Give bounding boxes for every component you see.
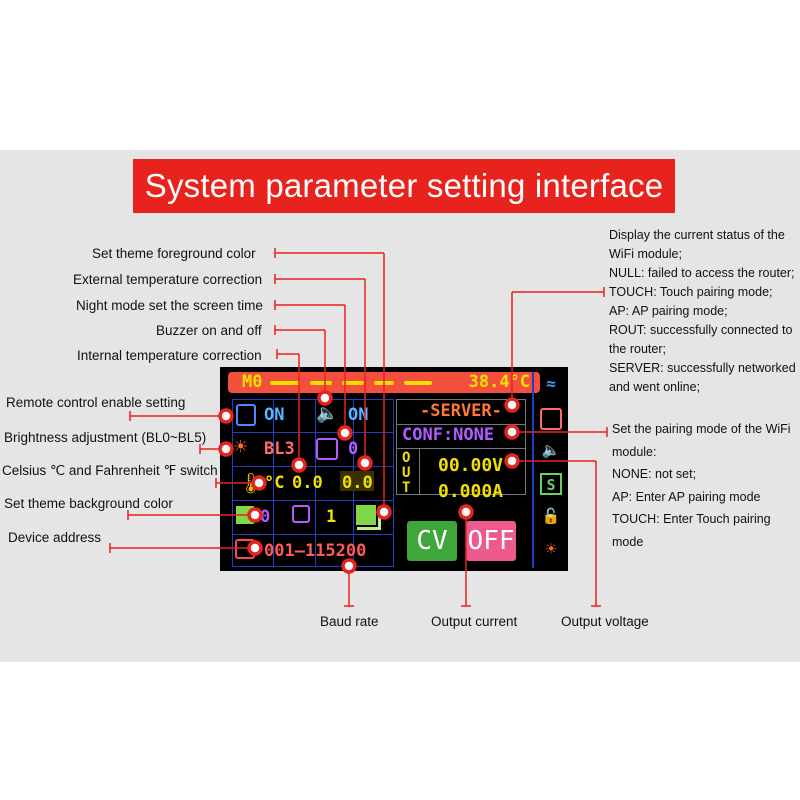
screen-sidebar: ≈ 🔈 S 🔓 ☀ xyxy=(532,372,568,568)
out-label: OUT xyxy=(402,450,411,496)
output-panel xyxy=(396,399,526,495)
wifi-status-description: Display the current status of the WiFi m… xyxy=(609,226,799,397)
label-internal-temp: Internal temperature correction xyxy=(77,348,262,363)
address-baud[interactable]: 001—115200 xyxy=(264,541,367,561)
address-icon xyxy=(235,539,255,559)
wifi-status-line: TOUCH: Touch pairing mode; xyxy=(609,285,773,299)
clock-icon xyxy=(316,438,338,460)
status-dash xyxy=(374,381,394,385)
wifi-status-line: AP: AP pairing mode; xyxy=(609,304,728,318)
label-celsius-switch: Celsius ℃ and Fahrenheit ℉ switch xyxy=(2,463,218,478)
label-foreground-color: Set theme foreground color xyxy=(92,246,256,261)
temperature-unit[interactable]: °C xyxy=(264,473,285,493)
internal-temp-correction[interactable]: 0.0 xyxy=(292,473,323,493)
label-output-voltage: Output voltage xyxy=(561,614,649,629)
wifi-status-line: NULL: failed to access the router; xyxy=(609,266,795,280)
speaker-icon: 🔈 xyxy=(316,403,339,424)
label-brightness: Brightness adjustment (BL0~BL5) xyxy=(4,430,207,445)
remote-sidebar-icon xyxy=(540,408,562,430)
label-remote-control: Remote control enable setting xyxy=(6,395,186,410)
status-bar: M0 38.4°C xyxy=(228,372,540,393)
pairing-line: mode xyxy=(612,534,644,549)
device-screen: M0 38.4°C ON 🔈 ON ☀ BL3 0 🌡 °C 0.0 0.0 0… xyxy=(220,367,568,571)
label-night-mode: Night mode set the screen time xyxy=(76,298,263,313)
label-buzzer: Buzzer on and off xyxy=(156,323,262,338)
label-background-color: Set theme background color xyxy=(4,496,173,511)
pairing-line: TOUCH: Enter Touch pairing xyxy=(612,512,771,526)
mode-indicator: M0 xyxy=(242,372,263,392)
wifi-status-line: and went online; xyxy=(609,380,701,394)
label-external-temp: External temperature correction xyxy=(73,272,263,287)
wifi-status-line: SERVER: successfully networked xyxy=(609,361,796,375)
external-temp-correction[interactable]: 0.0 xyxy=(342,473,373,493)
wifi-status-line: ROUT: successfully connected to xyxy=(609,323,793,337)
s-sidebar-icon: S xyxy=(540,473,562,495)
foreground-color-value[interactable]: 1 xyxy=(326,507,337,527)
brightness-icon: ☀ xyxy=(234,435,248,460)
brightness-level[interactable]: BL3 xyxy=(264,439,295,459)
wifi-status-text: -SERVER- xyxy=(420,401,502,421)
pairing-line: NONE: not set; xyxy=(612,467,697,481)
temperature-reading: 38.4°C xyxy=(468,372,530,392)
status-dash xyxy=(310,381,332,385)
label-device-address: Device address xyxy=(8,530,102,545)
night-mode-time[interactable]: 0 xyxy=(348,439,359,459)
status-dash xyxy=(270,381,300,385)
remote-state[interactable]: ON xyxy=(264,405,285,425)
wifi-icon: ≈ xyxy=(546,374,556,393)
pairing-line: AP: Enter AP pairing mode xyxy=(612,489,761,504)
off-button[interactable]: OFF xyxy=(466,521,516,561)
buzzer-state[interactable]: ON xyxy=(348,405,369,425)
cv-button[interactable]: CV xyxy=(407,521,457,561)
wifi-status-line: WiFi module; xyxy=(609,247,682,261)
pairing-line: Set the pairing mode of the WiFi xyxy=(612,422,791,436)
status-dash xyxy=(404,381,432,385)
wifi-status-line: Display the current status of the xyxy=(609,228,785,242)
ext-temp-field xyxy=(340,471,374,491)
pairing-mode-value[interactable]: CONF:NONE xyxy=(402,425,495,445)
foreground-color-icon xyxy=(292,505,310,523)
pairing-line: module: xyxy=(612,444,657,459)
output-current: 0.000A xyxy=(438,481,504,502)
background-color-value[interactable]: 0 xyxy=(260,507,271,527)
theme-preview-icon xyxy=(354,503,378,527)
status-dash xyxy=(342,381,364,385)
thermometer-icon: 🌡 xyxy=(238,471,264,495)
label-baud-rate: Baud rate xyxy=(320,614,379,629)
remote-icon[interactable] xyxy=(236,404,256,426)
wifi-status-line: the router; xyxy=(609,342,666,356)
label-output-current: Output current xyxy=(431,614,518,629)
sun-icon: ☀ xyxy=(545,539,557,560)
page-title: System parameter setting interface xyxy=(133,159,675,213)
background-color-icon xyxy=(236,506,254,524)
output-voltage: 00.00V xyxy=(438,455,504,476)
pairing-mode-description: Set the pairing mode of the WiFi module:… xyxy=(612,418,800,553)
speaker-sidebar-icon: 🔈 xyxy=(541,441,561,459)
lock-icon: 🔓 xyxy=(541,507,561,525)
